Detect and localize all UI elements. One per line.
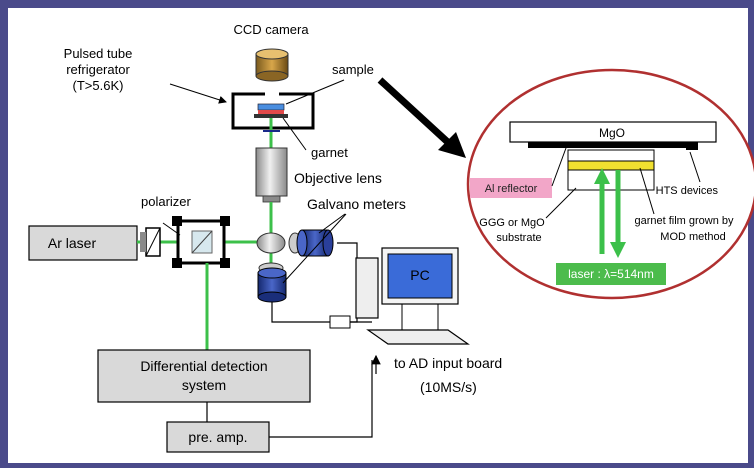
garnet-layer [258,110,284,114]
pc-keyboard [366,329,470,345]
differential-label-line1: Differential detection [140,358,267,374]
ggg-substrate-layer [567,169,655,191]
differential-detection-box [97,349,311,403]
ccd-camera-label: CCD camera [233,22,309,37]
ggg-top-layer [567,149,655,162]
refrigerator-window [265,90,279,96]
ar-laser-label: Ar laser [48,235,97,251]
refrigerator-pointer-arrow [169,83,227,104]
objective-lens [255,147,288,197]
zoom-arrow-head [438,132,466,158]
garnet-film-label-line2: MOD method [660,231,725,243]
laser-tag [556,263,666,285]
garnet-film-label-line1: garnet film grown by [634,215,734,227]
garnet-film-pointer [639,167,655,215]
pre-amp-box [166,421,270,453]
ad-board-label-line2: (10MS/s) [420,379,477,395]
galvano-meters-label: Galvano meters [307,196,406,212]
mgo-label: MgO [599,126,625,140]
galvano-motor-vertical [257,262,287,303]
pc-tower [355,257,379,319]
hts-device-right [686,146,698,150]
garnet-label: garnet [311,145,348,160]
pc-label: PC [410,267,429,283]
galvano-pointer-2 [282,213,347,284]
polarizer-pointer-line [162,222,181,236]
objective-lens-tip [262,195,281,203]
refrigerator-label-line2: refrigerator [66,62,130,77]
ad-board-label-line1: to AD input board [394,355,502,371]
laser-beam-up-head [594,168,610,184]
al-reflector-pointer [551,147,567,187]
garnet-film-layer [567,160,655,171]
ccd-camera [255,48,289,82]
preamp-to-ad-cable [269,360,373,438]
al-reflector-tag [470,178,552,198]
ggg-label-line1: GGG or MgO [479,217,545,229]
driver-box [329,315,351,329]
garnet-pointer-line [282,117,307,151]
refrigerator-label-line3: (T>5.6K) [73,78,124,93]
sample-pointer-line [285,79,345,105]
hts-pointer [689,151,701,183]
ggg-label-line2: substrate [496,232,541,244]
ar-laser-box [28,225,138,261]
pre-amp-label: pre. amp. [188,429,247,445]
objective-lens-label: Objective lens [294,170,382,186]
sample-holder [254,114,288,118]
hts-devices-label: HTS devices [656,185,719,197]
pc: PC [355,247,470,345]
sample-label: sample [332,62,374,77]
laser-wavelength-label: laser : λ=514nm [568,267,654,281]
differential-label-line2: system [182,377,226,393]
beam-splitter [172,216,230,268]
al-reflector-layer [528,142,698,148]
refrigerator-label-line1: Pulsed tube [64,46,133,61]
polarizer-label: polarizer [141,194,192,209]
polarizer [140,227,161,257]
sample-block [257,103,285,111]
scan-lens [256,232,286,254]
zoom-arrow-shaft [377,77,455,149]
galvano-cable-2 [271,302,330,323]
laser-beam-down-head [610,242,626,258]
al-reflector-label: Al reflector [485,183,538,195]
galvano-pointer-1 [318,213,346,234]
ggg-pointer [545,187,577,219]
pc-screen [387,253,453,299]
